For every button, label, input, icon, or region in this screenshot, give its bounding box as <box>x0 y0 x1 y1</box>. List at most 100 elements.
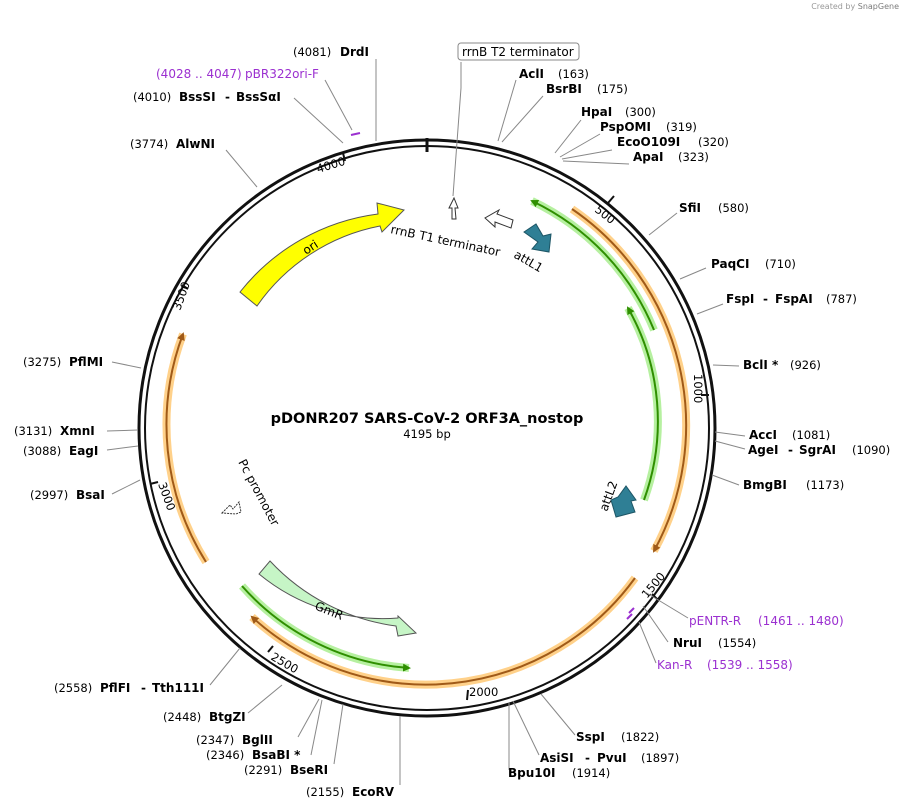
enzyme-fspi-name: FspI <box>726 292 754 306</box>
enzyme-nrui-pos: (1554) <box>718 636 756 650</box>
rrnb-t2-box <box>457 42 580 61</box>
enzyme-bsssai-name: BssSαI <box>236 90 281 104</box>
enzyme-apai-pos: (323) <box>678 150 709 164</box>
enzyme-pspomi[interactable]: PspOMI (319) <box>600 120 697 134</box>
enzyme-pflmi[interactable]: (3275) PflMI <box>23 355 103 369</box>
primer-pentr-r[interactable]: pENTR-R (1461 .. 1480) <box>689 614 844 628</box>
primer-pbr322ori-f[interactable]: (4028 .. 4047) pBR322ori-F <box>156 67 319 81</box>
enzyme-bsai-pos: (2997) <box>30 488 68 502</box>
enzyme-acci[interactable]: AccI (1081) <box>749 428 830 442</box>
enzyme-fspai-name: FspAI <box>775 292 813 306</box>
rrnb-t2-label: rrnB T2 terminator <box>462 45 574 59</box>
enzyme-paqci[interactable]: PaqCI (710) <box>711 257 796 271</box>
enzyme-hpai-pos: (300) <box>625 105 656 119</box>
rrnb-t2-feature[interactable] <box>448 196 459 220</box>
enzyme-apai[interactable]: ApaI (323) <box>633 150 709 164</box>
enzyme-bglii[interactable]: (2347) BglII <box>196 733 273 747</box>
primer-kan-r[interactable]: Kan-R (1539 .. 1558) <box>657 658 793 672</box>
enzyme-sfii-pos: (580) <box>718 201 749 215</box>
enzyme-alwni[interactable]: (3774) AlwNI <box>130 137 215 151</box>
tick-label-3500: 3500 <box>170 280 193 312</box>
enzyme-sspi[interactable]: SspI (1822) <box>576 730 659 744</box>
ori-feature[interactable] <box>239 202 405 307</box>
enzyme-acli-pos: (163) <box>558 67 589 81</box>
enzyme-fspi-dash: - <box>763 292 768 306</box>
enzyme-agei[interactable]: AgeI - SgrAI (1090) <box>748 443 890 457</box>
enzyme-bseri[interactable]: (2291) BseRI <box>244 763 328 777</box>
enzyme-fspi[interactable]: FspI - FspAI (787) <box>726 292 857 306</box>
enzyme-xmni[interactable]: (3131) XmnI <box>14 424 95 438</box>
enzyme-bmgbi[interactable]: BmgBI (1173) <box>743 478 844 492</box>
enzyme-asisi-name: AsiSI <box>540 751 574 765</box>
enzyme-bsai[interactable]: (2997) BsaI <box>30 488 105 502</box>
enzyme-sfii[interactable]: SfiI (580) <box>679 201 749 215</box>
enzyme-nrui[interactable]: NruI (1554) <box>673 636 756 650</box>
enzyme-bpu10i-pos: (1914) <box>572 766 610 780</box>
rrnb-t2-leader <box>452 62 462 197</box>
enzyme-bsssi[interactable]: (4010) BssSI - BssSαI <box>133 90 281 104</box>
enzyme-pflfi-pos: (2558) <box>54 681 92 695</box>
enzyme-sgrai-name: SgrAI <box>799 443 836 457</box>
primer-pentr-mark <box>628 607 635 614</box>
enzyme-hpai[interactable]: HpaI (300) <box>581 105 656 119</box>
enzyme-bsssi-name: BssSI <box>179 90 216 104</box>
enzyme-pspomi-pos: (319) <box>666 120 697 134</box>
enzyme-drdi-name: DrdI <box>340 45 369 59</box>
enzyme-agei-dash: - <box>788 443 793 457</box>
enzyme-tth111i-name: Tth111I <box>152 681 204 695</box>
attl2-feature[interactable] <box>610 485 637 518</box>
enzyme-agei-pos: (1090) <box>852 443 890 457</box>
enzyme-asisi-pos: (1897) <box>641 751 679 765</box>
enzyme-bsrbi[interactable]: BsrBI (175) <box>546 82 628 96</box>
rrnb-t1-feature[interactable] <box>484 208 514 229</box>
enzyme-acci-pos: (1081) <box>792 428 830 442</box>
enzyme-bseri-name: BseRI <box>290 763 328 777</box>
enzyme-bcli[interactable]: BclI * (926) <box>743 358 821 372</box>
enzyme-acli[interactable]: AclI (163) <box>519 67 589 81</box>
enzyme-ecoo109i[interactable]: EcoO109I (320) <box>617 135 729 149</box>
primer-pbr322ori-name: pBR322ori-F <box>245 67 319 81</box>
leader-lines <box>106 59 746 785</box>
enzyme-bsrbi-pos: (175) <box>597 82 628 96</box>
enzyme-btgzi[interactable]: (2448) BtgZI <box>163 710 246 724</box>
enzyme-pflfi-name: PflFI <box>100 681 130 695</box>
credit-brand: SnapGene <box>857 2 899 11</box>
enzyme-alwni-name: AlwNI <box>176 137 215 151</box>
enzyme-drdi[interactable]: (4081) DrdI <box>293 45 369 59</box>
credit-prefix: Created by <box>811 2 856 11</box>
enzyme-bsai-name: BsaI <box>76 488 105 502</box>
enzyme-asisi-dash: - <box>585 751 590 765</box>
enzyme-pspomi-name: PspOMI <box>600 120 651 134</box>
enzyme-pflfi[interactable]: (2558) PflFI - Tth111I <box>54 681 204 695</box>
pc-promoter-feature[interactable] <box>220 500 242 515</box>
attl1-feature[interactable] <box>523 223 552 253</box>
enzyme-pflmi-name: PflMI <box>69 355 103 369</box>
primer-pbr322ori-mark <box>350 132 361 136</box>
enzyme-bsabi-name: BsaBI * <box>252 748 301 762</box>
enzyme-sspi-name: SspI <box>576 730 605 744</box>
primer-pbr322ori-range: (4028 .. 4047) <box>156 67 242 81</box>
enzyme-asisi[interactable]: AsiSI - PvuI (1897) <box>540 751 679 765</box>
enzyme-bcli-name: BclI * <box>743 358 779 372</box>
enzyme-pvui-name: PvuI <box>597 751 627 765</box>
enzyme-btgzi-pos: (2448) <box>163 710 201 724</box>
enzyme-bmgbi-pos: (1173) <box>806 478 844 492</box>
orf-orange-bottom <box>250 577 636 686</box>
enzyme-eagi[interactable]: (3088) EagI <box>23 444 98 458</box>
enzyme-agei-name: AgeI <box>748 443 778 457</box>
enzyme-bsabi-pos: (2346) <box>206 748 244 762</box>
enzyme-bglii-pos: (2347) <box>196 733 234 747</box>
enzyme-bpu10i[interactable]: Bpu10I (1914) <box>508 766 610 780</box>
gmr-feature[interactable] <box>258 560 418 637</box>
enzyme-fspi-pos: (787) <box>826 292 857 306</box>
enzyme-ecorv[interactable]: (2155) EcoRV <box>306 785 395 799</box>
enzyme-ecoo109i-name: EcoO109I <box>617 135 680 149</box>
orf-green-outer <box>530 199 655 331</box>
enzyme-apai-name: ApaI <box>633 150 663 164</box>
enzyme-bsabi[interactable]: (2346) BsaBI * <box>206 748 301 762</box>
rrnb-t1-label: rrnB T1 terminator <box>389 222 501 259</box>
enzyme-bcli-pos: (926) <box>790 358 821 372</box>
enzyme-hpai-name: HpaI <box>581 105 612 119</box>
enzyme-acli-name: AclI <box>519 67 544 81</box>
